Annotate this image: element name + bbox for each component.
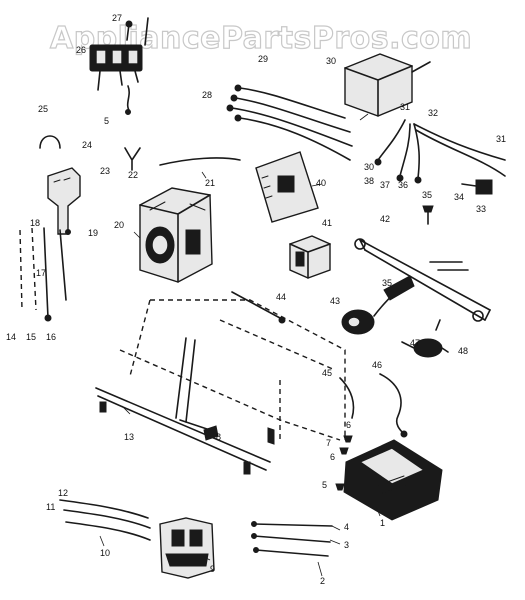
callout-16: 16	[46, 332, 56, 342]
callout-3: 3	[344, 540, 349, 550]
callout-20: 20	[114, 220, 124, 230]
callout-26: 26	[76, 45, 86, 55]
part-42-rail	[354, 238, 491, 322]
part-21-rod	[159, 157, 241, 166]
part-43-motor-assembly	[341, 275, 415, 335]
callout-35-top: 35	[422, 190, 432, 200]
callout-10: 10	[100, 548, 110, 558]
callout-41: 41	[322, 218, 332, 228]
part-33-34-switch	[461, 179, 493, 195]
callout-12: 12	[58, 488, 68, 498]
callout-48: 48	[458, 346, 468, 356]
part-48-valve	[401, 319, 449, 358]
callout-33: 33	[476, 204, 486, 214]
callout-31-top: 31	[400, 102, 410, 112]
callout-7: 7	[326, 438, 331, 448]
callout-25: 25	[38, 104, 48, 114]
callout-31-right: 31	[496, 134, 506, 144]
callout-28: 28	[202, 90, 212, 100]
part-10-12-hoses	[59, 499, 151, 541]
part-26-switch-block	[89, 17, 149, 91]
part-31-32-harness	[374, 119, 506, 184]
callout-29: 29	[258, 54, 268, 64]
part-45-46-wires	[339, 373, 408, 438]
callout-11: 11	[46, 502, 55, 512]
callout-43: 43	[330, 296, 340, 306]
callout-labels: 27 26 5 25 23 22 24 21 18 19 17 14 15 16…	[6, 13, 506, 586]
callout-6-a: 6	[330, 452, 335, 462]
part-41-transformer	[289, 235, 331, 279]
callout-5-bottom: 5	[322, 480, 327, 490]
callout-24: 24	[82, 140, 92, 150]
callout-9: 9	[210, 564, 215, 574]
callout-32: 32	[428, 108, 438, 118]
callout-42: 42	[380, 214, 390, 224]
callout-27: 27	[112, 13, 122, 23]
callout-22: 22	[128, 170, 138, 180]
leader-lines	[99, 113, 381, 577]
callout-5-top: 5	[104, 116, 109, 126]
callout-35-mid: 35	[382, 278, 392, 288]
part-5-6-7-screws	[335, 435, 353, 491]
part-28-29-harness	[226, 84, 353, 161]
part-40-control-board	[255, 151, 319, 223]
callout-2: 2	[320, 576, 325, 586]
callout-38: 38	[364, 176, 374, 186]
callout-18: 18	[30, 218, 40, 228]
part-22-clip	[124, 147, 141, 171]
part-9-pump	[159, 517, 215, 579]
part-2-4-tubes	[251, 521, 333, 557]
callout-30-mid: 30	[364, 162, 374, 172]
callout-47: 47	[410, 338, 420, 348]
callout-13: 13	[124, 432, 134, 442]
part-35-screw	[422, 205, 434, 225]
callout-14: 14	[6, 332, 16, 342]
callout-8: 8	[216, 432, 221, 442]
part-1-control-module	[343, 439, 443, 521]
part-30-cover	[344, 53, 431, 117]
callout-40: 40	[316, 178, 326, 188]
callout-46: 46	[372, 360, 382, 370]
callout-45: 45	[322, 368, 332, 378]
part-25-clip	[39, 135, 61, 149]
part-24-plug	[47, 167, 81, 235]
callout-6-b: 6	[346, 420, 351, 430]
callout-37: 37	[380, 180, 390, 190]
callout-36: 36	[398, 180, 408, 190]
callout-15: 15	[26, 332, 36, 342]
part-13-frame	[95, 299, 346, 475]
callout-44: 44	[276, 292, 286, 302]
callout-21: 21	[205, 178, 215, 188]
callout-4: 4	[344, 522, 349, 532]
callout-30-top: 30	[326, 56, 336, 66]
part-5-wire	[125, 85, 131, 115]
part-14-19-wires	[19, 227, 71, 322]
callout-1: 1	[380, 518, 385, 528]
callout-23: 23	[100, 166, 110, 176]
part-20-motor	[139, 187, 213, 283]
callout-19: 19	[88, 228, 98, 238]
callout-34: 34	[454, 192, 464, 202]
callout-17: 17	[36, 268, 46, 278]
